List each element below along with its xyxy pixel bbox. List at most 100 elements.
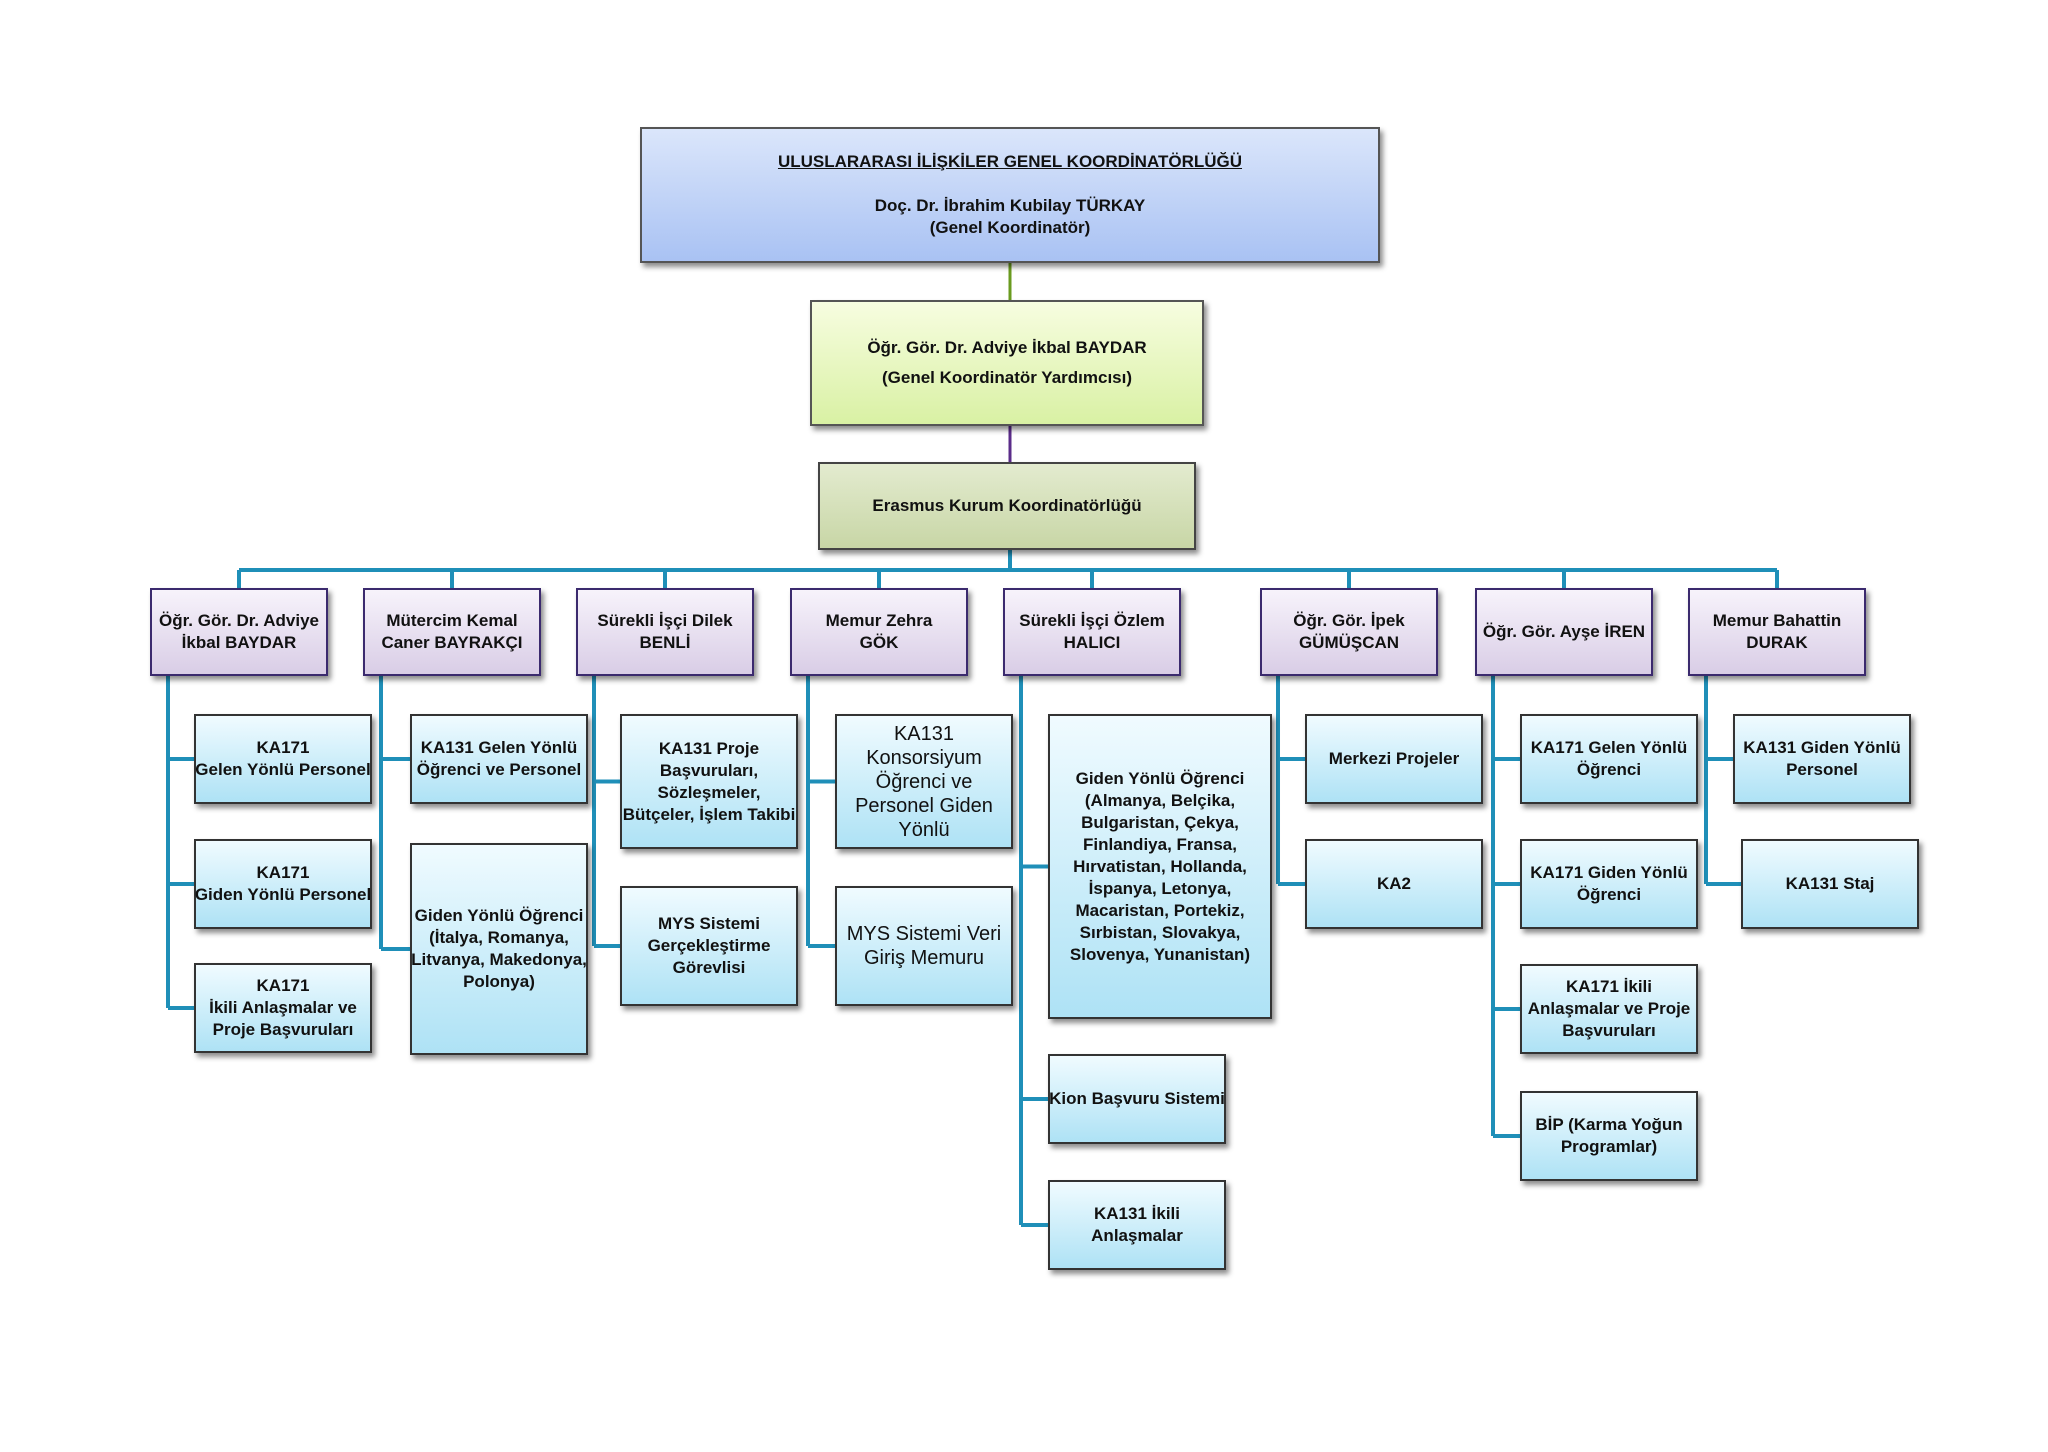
box-text-line: KA171 Giden Yönlü bbox=[1530, 863, 1688, 882]
box-text-line: GÜMÜŞCAN bbox=[1298, 633, 1400, 652]
box-text-line: KA131 İkili bbox=[1094, 1204, 1180, 1223]
box-text-line: KA131 Gelen Yönlü bbox=[420, 738, 578, 757]
box-text-line: KA171 İkili bbox=[1566, 977, 1652, 996]
box-text-line: (İtalya, Romanya, bbox=[429, 928, 569, 947]
box-text-line: Memur Bahattin bbox=[1712, 611, 1842, 630]
task-box: Giden Yönlü Öğrenci(Almanya, Belçika,Bul… bbox=[1048, 714, 1272, 1019]
box-text-line: Kion Başvuru Sistemi bbox=[1049, 1089, 1225, 1108]
box-text-line: Personel bbox=[1786, 760, 1858, 779]
box-text-line: Bütçeler, İşlem Takibi bbox=[622, 804, 796, 824]
box-text-line: Proje Başvuruları bbox=[212, 1020, 354, 1039]
box-text-line: KA171 bbox=[256, 863, 310, 882]
box-text-line: Başvuruları bbox=[1562, 1021, 1656, 1040]
box-text-line: Hırvatistan, Hollanda, bbox=[1073, 856, 1247, 876]
box-text-line: KA131 Staj bbox=[1785, 874, 1875, 893]
box-text-line: Yönlü bbox=[898, 818, 950, 841]
box-text-line: KA171 bbox=[256, 976, 310, 995]
task-box: Giden Yönlü Öğrenci (İtalya, Romanya, Litv… bbox=[410, 843, 588, 1055]
box-text-line: BENLİ bbox=[639, 633, 691, 652]
box-text-line: Başvuruları, bbox=[659, 760, 759, 780]
box-text-line: İkbal BAYDAR bbox=[181, 633, 297, 652]
box-text-line: Öğrenci ve bbox=[875, 770, 973, 793]
staff-box: Öğr. Gör. Ayşe İREN bbox=[1475, 588, 1653, 676]
box-text-line: Giden Yönlü Öğrenci bbox=[1075, 768, 1245, 788]
box-text-line: Programlar) bbox=[1560, 1137, 1658, 1156]
box-text-line: Sırbistan, Slovakya, bbox=[1079, 922, 1241, 942]
box-text-line: Personel Giden bbox=[855, 794, 993, 817]
box-text-line: MYS Sistemi bbox=[657, 914, 761, 933]
box-text-line: Memur Zehra bbox=[825, 611, 933, 630]
general-coordinator-name: Doç. Dr. İbrahim Kubilay TÜRKAY bbox=[874, 196, 1146, 215]
box-text-line: Litvanya, Makedonya, bbox=[411, 950, 587, 969]
box-text-line: Polonya) bbox=[463, 972, 535, 991]
box-text-line: Giden Yönlü Öğrenci bbox=[414, 906, 584, 925]
box-text-line: Mütercim Kemal bbox=[386, 611, 518, 630]
box-text-line: BİP (Karma Yoğun bbox=[1535, 1115, 1683, 1134]
box-text-line: Merkezi Projeler bbox=[1328, 749, 1460, 768]
box-text-line: Macaristan, Portekiz, bbox=[1075, 900, 1245, 920]
box-text-line: KA131 Proje bbox=[658, 738, 760, 758]
box-text-line: KA171 Gelen Yönlü bbox=[1530, 738, 1688, 757]
box-text-line: Görevlisi bbox=[672, 958, 746, 977]
box-text-line: Finlandiya, Fransa, bbox=[1083, 834, 1237, 854]
box-text-line: Giriş Memuru bbox=[863, 947, 984, 969]
box-text-line: Konsorsiyum bbox=[866, 746, 982, 769]
box-text-line: Giden Yönlü Personel bbox=[194, 885, 372, 904]
box-text-line: Caner BAYRAKÇI bbox=[381, 633, 523, 652]
general-coordinator-box: ULUSLARARASI İLİŞKİLER GENEL KOORDİNATÖR… bbox=[640, 127, 1380, 263]
deputy-coordinator-box: Öğr. Gör. Dr. Adviye İkbal BAYDAR (Genel… bbox=[810, 300, 1204, 426]
box-text-line: İspanya, Letonya, bbox=[1088, 878, 1232, 898]
org-title: ULUSLARARASI İLİŞKİLER GENEL KOORDİNATÖR… bbox=[777, 152, 1243, 171]
box-text-line: DURAK bbox=[1746, 633, 1808, 652]
box-text-line: Anlaşmalar bbox=[1091, 1226, 1183, 1245]
box-text-line: Sürekli İşçi Özlem bbox=[1019, 611, 1165, 630]
task-box: KA131 Staj bbox=[1741, 839, 1919, 929]
box-text-line: Sözleşmeler, bbox=[657, 782, 761, 802]
task-box: KA2 bbox=[1305, 839, 1483, 929]
box-text-line: MYS Sistemi Veri bbox=[846, 923, 1002, 945]
box-text-line: Gerçekleştirme bbox=[647, 936, 771, 955]
task-box: Kion Başvuru Sistemi bbox=[1048, 1054, 1226, 1144]
box-text-line: KA131 bbox=[893, 722, 955, 745]
box-text-line: Öğr. Gör. Ayşe İREN bbox=[1482, 622, 1646, 641]
box-text-line: Öğr. Gör. İpek bbox=[1293, 611, 1405, 630]
box-text-line: Öğrenci bbox=[1576, 760, 1642, 779]
erasmus-coordination-label: Erasmus Kurum Koordinatörlüğü bbox=[872, 496, 1142, 515]
erasmus-coordination-box: Erasmus Kurum Koordinatörlüğü bbox=[818, 462, 1196, 550]
task-box: Merkezi Projeler bbox=[1305, 714, 1483, 804]
box-text-line: GÖK bbox=[859, 633, 899, 652]
box-text-line: Öğrenci ve Personel bbox=[416, 760, 582, 779]
box-text-line: KA131 Giden Yönlü bbox=[1743, 738, 1901, 757]
box-text-line: KA2 bbox=[1376, 874, 1411, 893]
box-text-line: Sürekli İşçi Dilek bbox=[597, 611, 733, 630]
general-coordinator-role: (Genel Koordinatör) bbox=[929, 218, 1091, 237]
box-text-line: Öğr. Gör. Dr. Adviye bbox=[159, 611, 319, 630]
box-text-line: Slovenya, Yunanistan) bbox=[1069, 944, 1251, 964]
box-text-line: (Almanya, Belçika, bbox=[1084, 790, 1236, 810]
box-text-line: Gelen Yönlü Personel bbox=[195, 760, 371, 779]
box-text-line: Bulgaristan, Çekya, bbox=[1081, 812, 1239, 832]
deputy-coordinator-role: (Genel Koordinatör Yardımcısı) bbox=[881, 368, 1133, 387]
box-text-line: KA171 bbox=[256, 738, 310, 757]
box-text-line: Anlaşmalar ve Proje bbox=[1527, 999, 1691, 1018]
box-text-line: İkili Anlaşmalar ve bbox=[209, 998, 357, 1017]
deputy-coordinator-name: Öğr. Gör. Dr. Adviye İkbal BAYDAR bbox=[867, 338, 1147, 357]
